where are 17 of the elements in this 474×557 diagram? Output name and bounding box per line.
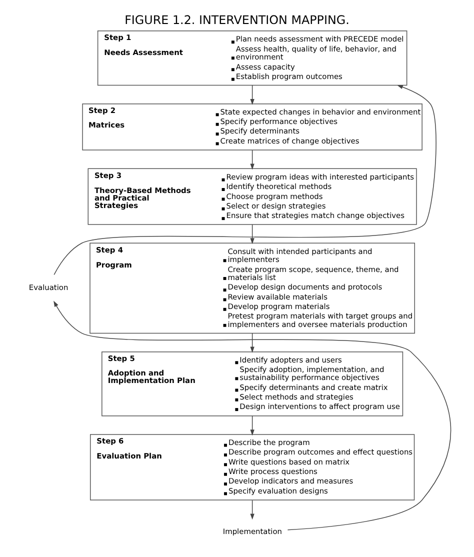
- arrow: [250, 150, 254, 170]
- diagram-title: FIGURE 1.2. INTERVENTION MAPPING.: [124, 13, 350, 28]
- node-text: Implementation: [222, 526, 282, 536]
- arrow: [250, 84, 254, 105]
- node-box: Step 5 Adoption and Implementation Plan Identify adopters and users Specify adoption, implementation, and sustainability performance objectives Specify determinants and create matrix Select methods and strategies Design interventions to affect program use: [102, 351, 404, 416]
- arrow: [54, 300, 451, 530]
- node-box: Step 3 Theory-Based Methods and Practical Strategies Review program ideas with interested participants Identify theoretical methods Choose program methods Select or design strategies Ensure that strategies match change objectives: [88, 168, 417, 225]
- arrow: [250, 416, 254, 436]
- node-box: Step 4 Program Consult with intended participants and implementers Create program scope, sequence, theme, and materials list Develop design documents and protocols Review available materials Develop program materials Pretest program materials with target groups and implementers and oversee materials production: [90, 242, 415, 334]
- node-box: Step 6 Evaluation Plan Describe the program Describe program outcomes and effect questions Write questions based on matrix Write process questions Develop indicators and measures Specify evaluation designs: [90, 434, 415, 500]
- arrow: [250, 224, 254, 244]
- node-box: Step 1 Needs Assessment Plan needs assessment with PRECEDE model Assess health, quality of life, behavior, and environment Assess capacity Establish program outcomes: [97, 30, 408, 86]
- arrow: [54, 84, 436, 276]
- node-text: Evaluation: [28, 283, 68, 292]
- node-box: Step 2 Matrices State expected changes in behavior and environment Specify performance objectives Specify determinants Create matrices of change objectives: [82, 104, 422, 150]
- arrow: [250, 332, 254, 353]
- arrow: [250, 500, 254, 520]
